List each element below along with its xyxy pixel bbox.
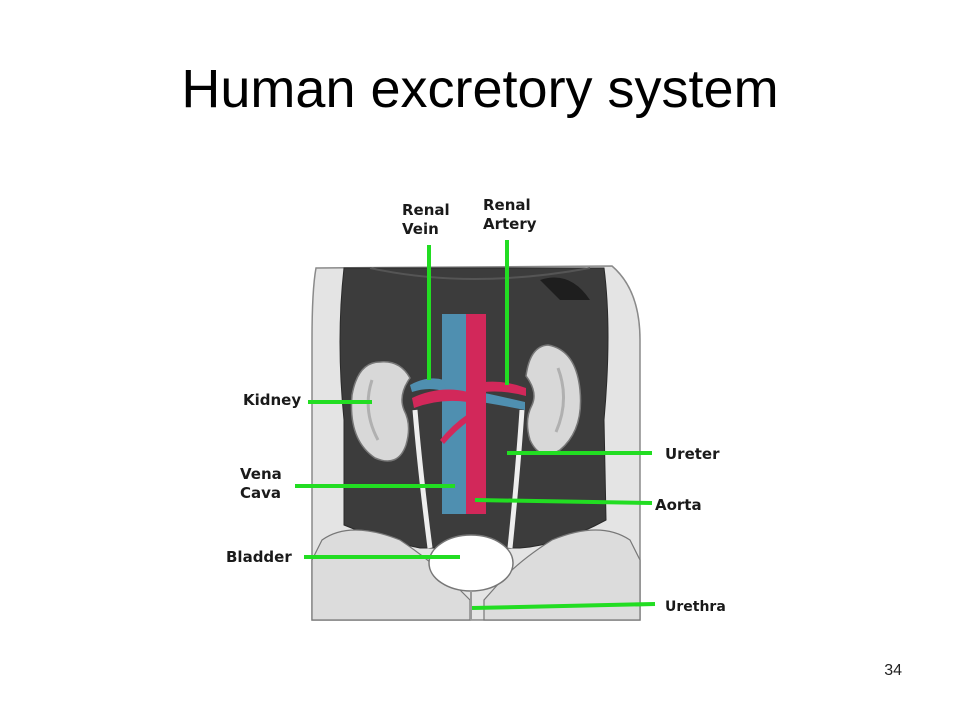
label-renal-artery: Renal Artery [483, 196, 537, 233]
left-kidney [350, 361, 411, 462]
right-ureter [507, 409, 525, 549]
aorta-leader [474, 498, 653, 505]
label-renal-vein: Renal Vein [402, 201, 450, 238]
urethra-leader [471, 602, 656, 610]
label-urethra: Urethra [665, 599, 726, 615]
slide-title: Human excretory system [181, 59, 779, 119]
bladder [428, 534, 514, 592]
right-kidney [525, 344, 582, 455]
aorta [412, 314, 526, 514]
left-ureter [412, 409, 433, 549]
page-number: 34 [884, 662, 902, 679]
label-aorta: Aorta [655, 496, 702, 514]
label-bladder: Bladder [226, 548, 292, 566]
label-vena-cava: Vena Cava [240, 465, 282, 502]
label-ureter: Ureter [665, 445, 720, 463]
label-kidney: Kidney [243, 391, 302, 409]
